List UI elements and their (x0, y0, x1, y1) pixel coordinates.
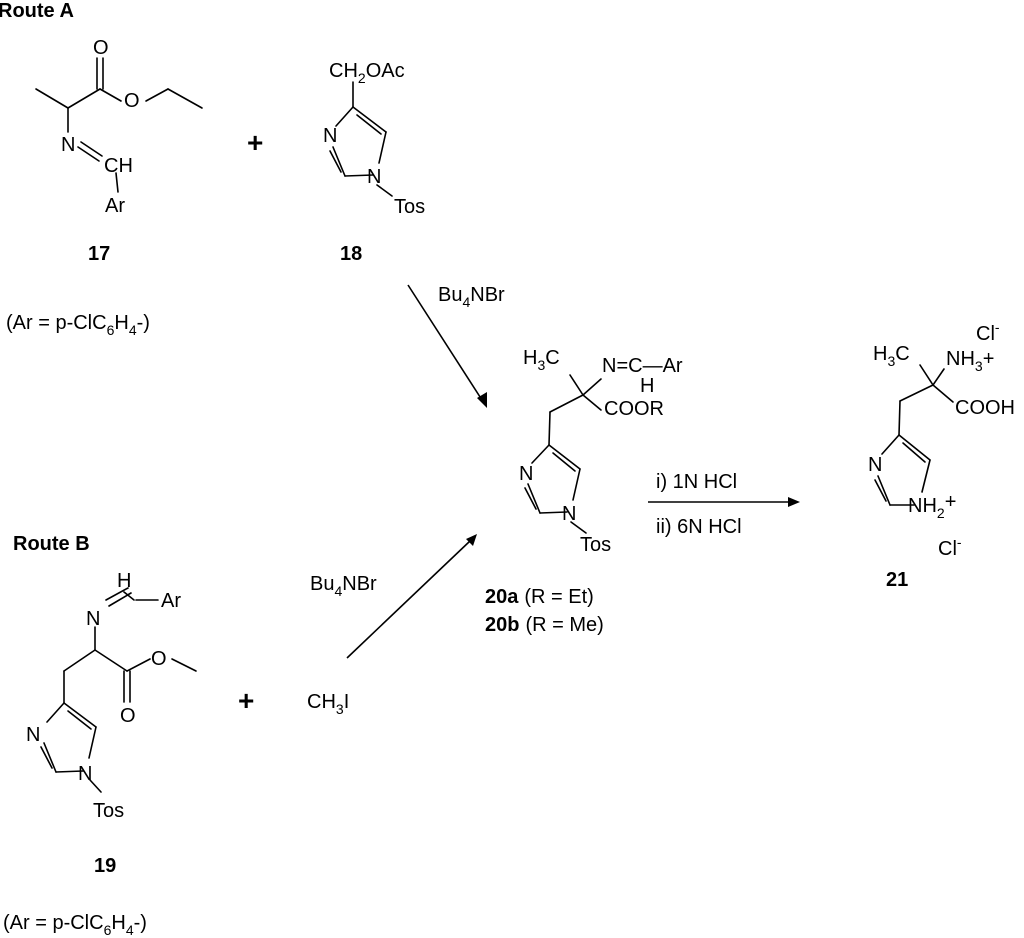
c21-h3c: H3C (873, 343, 910, 369)
route-a-ar-note: (Ar = p-ClC6H4-) (6, 312, 150, 338)
compound-18-label: 18 (340, 243, 362, 265)
compound-20a-label: 20a(R = Et) (485, 586, 594, 608)
compound-18-structure (329, 81, 393, 197)
c21-cl-top: Cl- (976, 319, 1000, 345)
c18-n3: N (323, 125, 337, 147)
arrowhead-hydrolysis (788, 497, 800, 507)
c17-imine-n: N (61, 134, 75, 156)
compound-20b-label: 20b(R = Me) (485, 614, 604, 636)
compound-21-structure (874, 364, 954, 506)
c20-n3: N (519, 463, 533, 485)
c17-ester-o: O (124, 90, 140, 112)
c19-h: H (117, 570, 131, 592)
arrowhead-route-a (477, 392, 487, 408)
route-b-title: Route B (13, 533, 90, 555)
c18-n1: N (367, 166, 381, 188)
c21-n3: N (868, 454, 882, 476)
c21-nh3: NH3+ (946, 348, 994, 374)
reagent-route-a: Bu4NBr (438, 284, 505, 310)
c19-tos: Tos (93, 800, 124, 822)
c20-imine-h: H (640, 375, 654, 397)
c20-h3c: H3C (523, 347, 560, 373)
arrowhead-route-b (466, 534, 477, 546)
condition-step-2: ii) 6N HCl (656, 516, 742, 538)
c17-carbonyl-o: O (93, 37, 109, 59)
c20-tos: Tos (580, 534, 611, 556)
c17-ch: CH (104, 155, 133, 177)
arrow-route-a (407, 284, 483, 401)
c19-ester-o: O (151, 648, 167, 670)
c21-cl-bottom: Cl- (938, 534, 962, 560)
compound-19-structure (40, 587, 197, 793)
c19-ar: Ar (161, 590, 181, 612)
c21-cooh: COOH (955, 397, 1015, 419)
compound-21-label: 21 (886, 569, 908, 591)
arrow-route-b (346, 540, 471, 659)
compound-20-structure (524, 374, 602, 534)
compound-19-label: 19 (94, 855, 116, 877)
c20-coor: COOR (604, 398, 664, 420)
c20-n1: N (562, 503, 576, 525)
route-b-ar-note: (Ar = p-ClC6H4-) (3, 912, 147, 938)
c20-imine: N=C—Ar (602, 355, 683, 377)
compound-17-label: 17 (88, 243, 110, 265)
condition-step-1: i) 1N HCl (656, 471, 737, 493)
c21-nh2: NH2+ (908, 491, 956, 521)
compound-17-structure (35, 57, 203, 193)
c17-ar: Ar (105, 195, 125, 217)
route-a-title: Route A (0, 0, 74, 22)
c19-n: N (86, 608, 100, 630)
plus-sign-b: + (238, 685, 254, 716)
c19-n3: N (26, 724, 40, 746)
reagent-ch3i: CH3I (307, 691, 349, 717)
plus-sign-a: + (247, 127, 263, 158)
c19-n1: N (78, 763, 92, 785)
c18-tos: Tos (394, 196, 425, 218)
c18-ch2oac: CH2OAc (329, 60, 405, 86)
c19-carbonyl-o: O (120, 705, 136, 727)
reagent-route-b: Bu4NBr (310, 573, 377, 599)
